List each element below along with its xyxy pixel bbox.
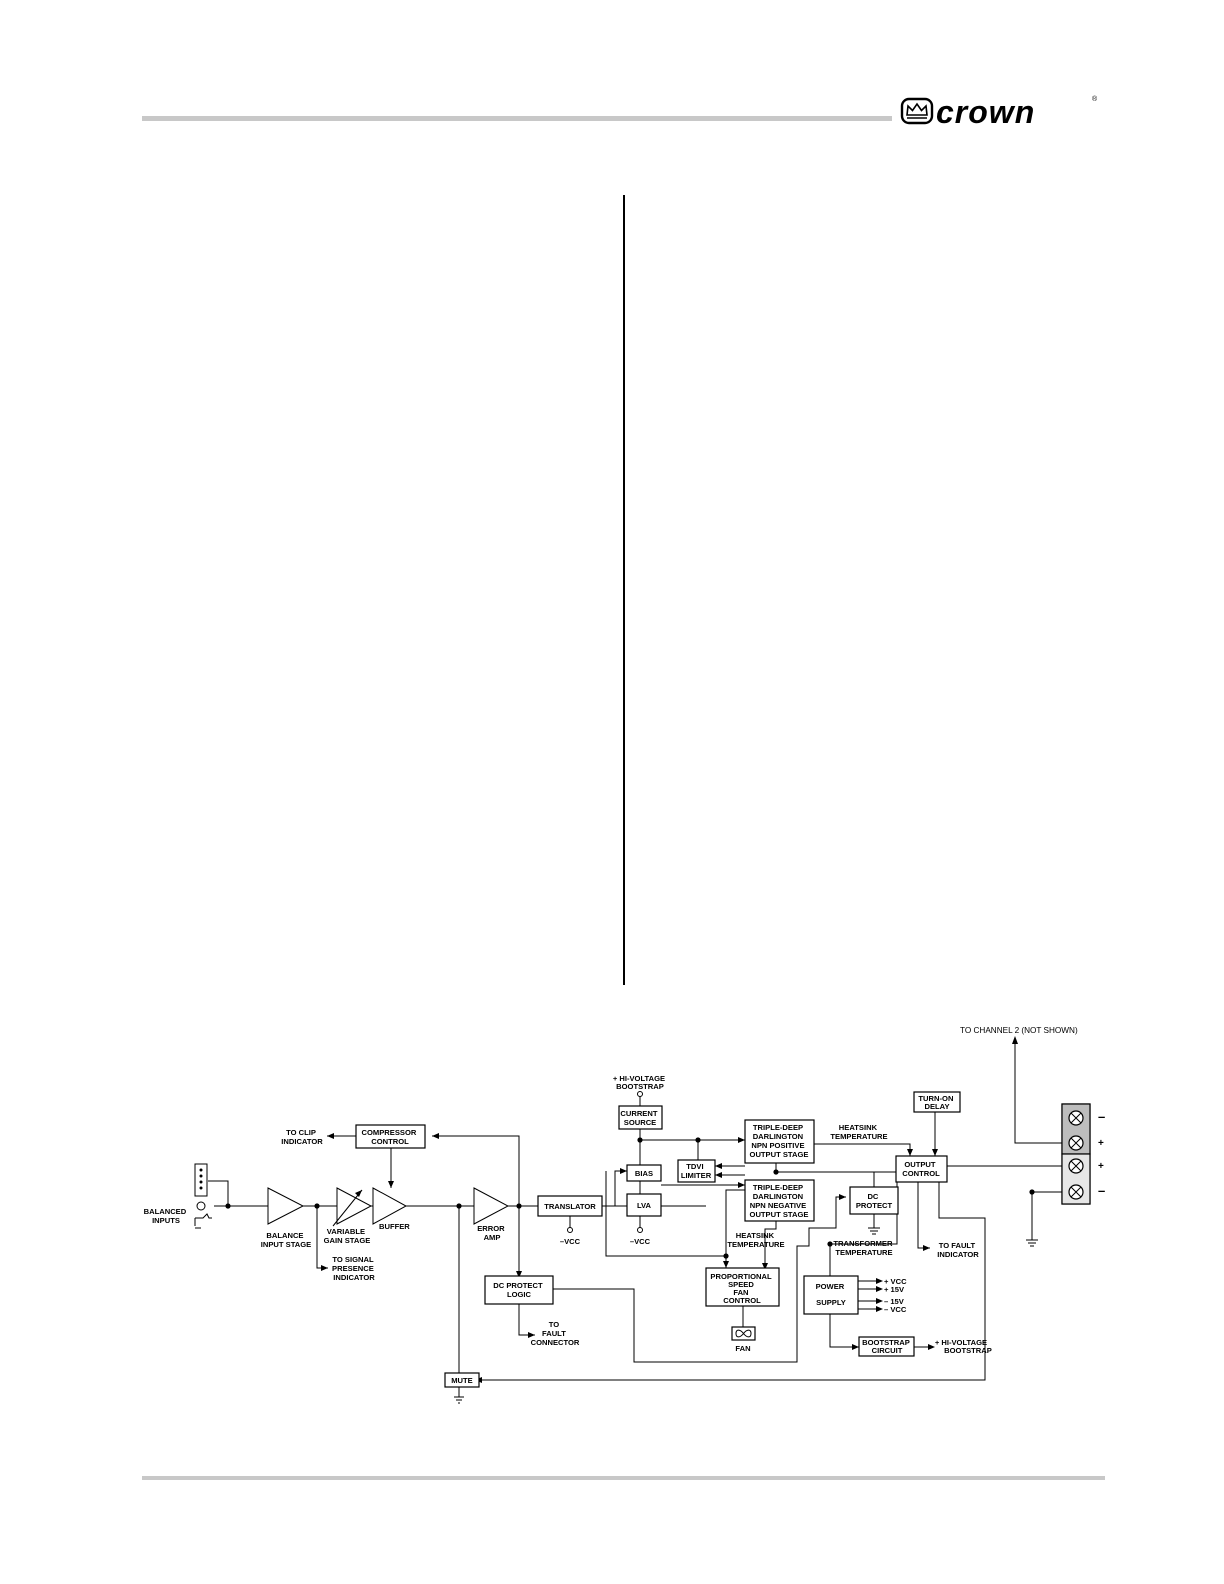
tdvi-limiter-label: TDVI LIMITER: [681, 1162, 712, 1180]
dc-protect-logic-block: [484, 1275, 554, 1305]
to-clip-indicator-label: TO CLIP INDICATOR: [281, 1128, 323, 1146]
to-fault-indicator-label: TO FAULT INDICATOR: [937, 1241, 979, 1259]
error-amp-label: ERROR AMP: [477, 1224, 507, 1242]
to-channel2-label: TO CHANNEL 2 (NOT SHOWN): [960, 1026, 1078, 1035]
supply-outputs-label: + VCC + 15V – 15V – VCC: [884, 1277, 909, 1314]
fan-label: FAN: [735, 1344, 750, 1353]
fan-control-block: [705, 1267, 780, 1307]
lva-block: [626, 1193, 662, 1217]
balance-input-stage-label: BALANCE INPUT STAGE: [261, 1231, 312, 1249]
tdvi-limiter-block: [677, 1159, 716, 1183]
dc-protect-block: [849, 1186, 899, 1215]
lva-vcc-label: –VCC: [630, 1237, 651, 1246]
hv-bootstrap-top-label: + HI-VOLTAGE BOOTSTRAP: [613, 1074, 667, 1091]
translator-vcc-label: –VCC: [560, 1237, 581, 1246]
to-signal-presence-label: TO SIGNAL PRESENCE INDICATOR: [332, 1255, 376, 1282]
balance-input-amp: [267, 1187, 305, 1225]
junction-dots: [225, 1137, 1035, 1259]
variable-gain-arrowhead: [355, 1190, 362, 1197]
balanced-inputs-label: BALANCED INPUTS: [144, 1207, 189, 1225]
npn-positive-label: TRIPLE-DEEP DARLINGTON NPN POSITIVE OUTP…: [750, 1123, 809, 1159]
arrowheads: [321, 1036, 1018, 1383]
hv-bootstrap-out-label: + HI-VOLTAGE BOOTSTRAP: [935, 1338, 992, 1355]
fan-icon: [735, 1329, 752, 1338]
compressor-control-block: [355, 1124, 426, 1149]
buffer-amp: [372, 1187, 408, 1225]
to-fault-connector-label: TO FAULT CONNECTOR: [531, 1320, 580, 1347]
error-amp: [473, 1187, 510, 1225]
compressor-control-label: COMPRESSOR CONTROL: [362, 1128, 419, 1146]
variable-gain-amp: [336, 1187, 373, 1225]
power-supply-label: POWER SUPPLY: [816, 1282, 847, 1307]
current-source-label: CURRENT SOURCE: [620, 1109, 659, 1127]
terminal-sign-2: +: [1098, 1138, 1104, 1149]
footer-rule: [142, 1476, 1105, 1480]
terminal-sign-4: –: [1098, 1183, 1105, 1198]
dc-protect-label: DC PROTECT: [856, 1192, 893, 1210]
open-terminals: [567, 1091, 643, 1233]
mute-block: [444, 1372, 480, 1388]
bias-block: [626, 1164, 662, 1182]
header-rule: [142, 116, 892, 121]
terminal-screw-icon: [1068, 1110, 1084, 1200]
heatsink-temp-top-label: HEATSINK TEMPERATURE: [830, 1123, 887, 1141]
bootstrap-circuit-block: [858, 1336, 915, 1357]
speaker-terminal-strip: [1061, 1103, 1091, 1205]
jack-input-connector: [194, 1201, 212, 1226]
bootstrap-circuit-label: BOOTSTRAP CIRCUIT: [862, 1338, 912, 1355]
ground-symbols: [195, 1227, 1038, 1404]
turn-on-delay-label: TURN-ON DELAY: [918, 1094, 955, 1111]
npn-negative-block: [744, 1179, 815, 1222]
terminal-sign-3: +: [1098, 1161, 1104, 1172]
crown-emblem-icon: [900, 97, 934, 125]
bias-label: BIAS: [635, 1169, 653, 1178]
translator-label: TRANSLATOR: [544, 1202, 596, 1211]
variable-gain-arrow: [332, 1189, 363, 1227]
transformer-temp-label: TRANSFORMER TEMPERATURE: [833, 1239, 894, 1257]
brand-name: crown: [936, 94, 1036, 130]
mute-label: MUTE: [451, 1376, 473, 1385]
npn-positive-block: [744, 1119, 815, 1164]
crown-logo: crown ®: [900, 94, 1100, 130]
signal-wires: [208, 1044, 1062, 1381]
terminal-sign-1: –: [1098, 1109, 1105, 1124]
power-supply-block: [803, 1275, 859, 1315]
column-divider: [623, 195, 625, 985]
translator-block: [537, 1195, 603, 1217]
lva-label: LVA: [637, 1201, 652, 1210]
current-source-block: [618, 1105, 663, 1130]
registered-mark: ®: [1092, 96, 1098, 103]
turn-on-delay-block: [913, 1091, 961, 1113]
dc-protect-logic-label: DC PROTECT LOGIC: [493, 1281, 544, 1299]
output-control-label: OUTPUT CONTROL: [902, 1160, 940, 1178]
xlr-input-connector: [194, 1163, 208, 1197]
buffer-label: BUFFER: [379, 1222, 410, 1231]
npn-negative-label: TRIPLE-DEEP DARLINGTON NPN NEGATIVE OUTP…: [750, 1183, 809, 1219]
output-control-block: [895, 1155, 948, 1183]
heatsink-temp-bottom-label: HEATSINK TEMPERATURE: [727, 1231, 784, 1249]
fan-control-label: PROPORTIONAL SPEED FAN CONTROL: [710, 1272, 773, 1305]
variable-gain-stage-label: VARIABLE GAIN STAGE: [324, 1227, 371, 1245]
